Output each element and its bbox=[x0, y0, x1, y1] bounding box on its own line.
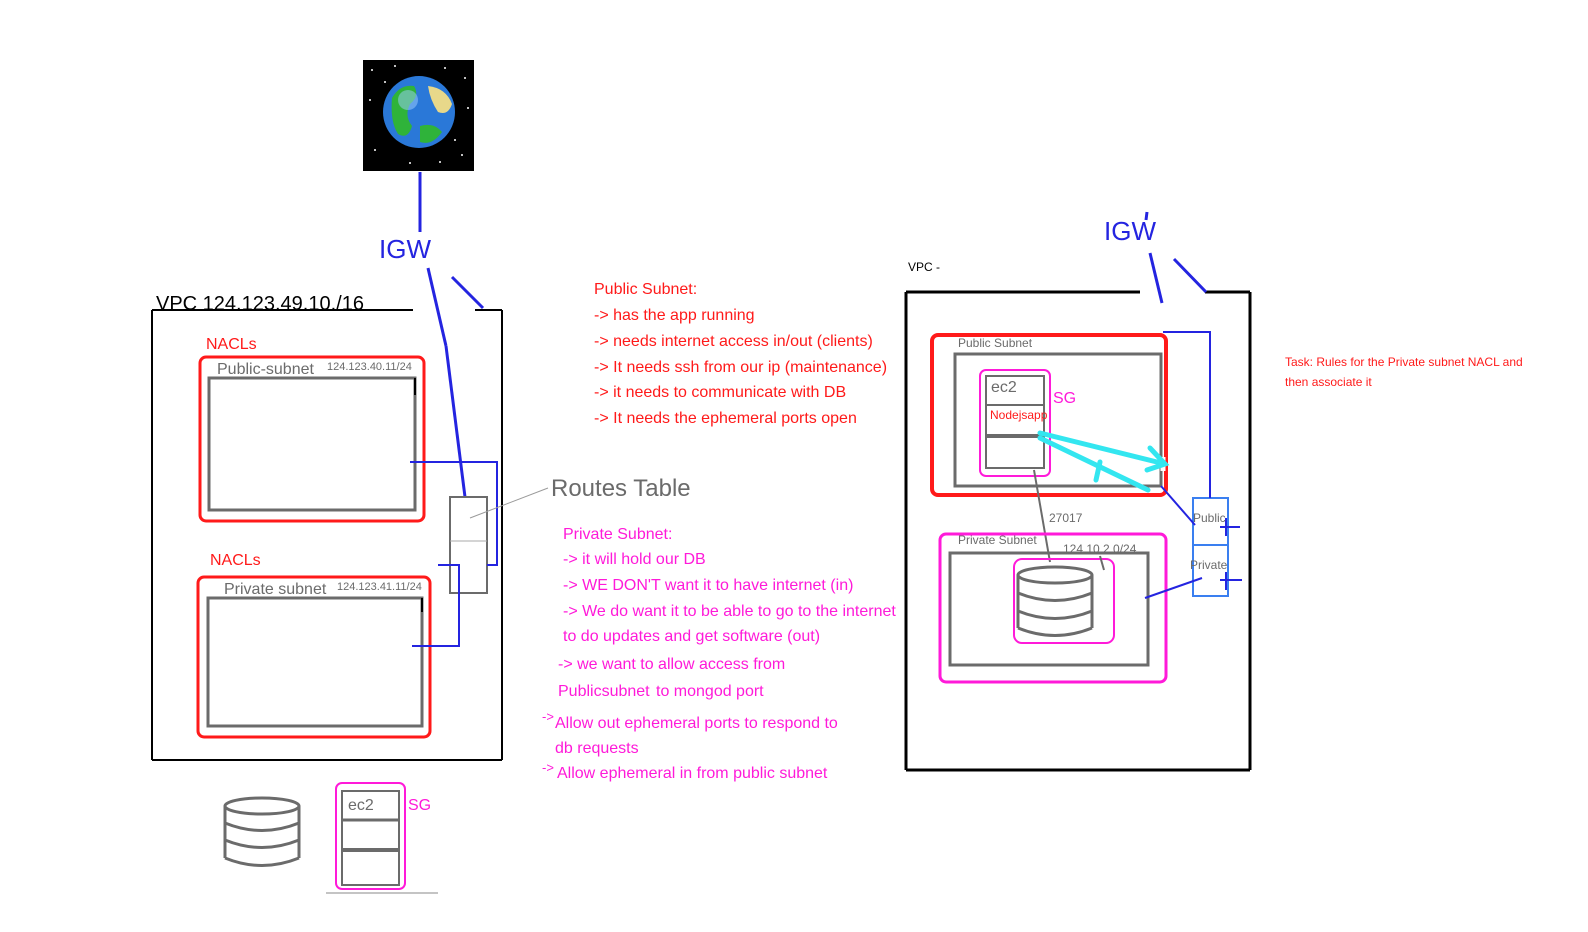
sg-label: SG bbox=[408, 797, 432, 814]
private-subnet-label: Private subnet bbox=[224, 581, 327, 598]
igw-connection-lines bbox=[418, 172, 485, 498]
right-public-subnet-label: Public Subnet bbox=[958, 336, 1033, 350]
private-notes-item: -> We do want it to be able to go to the… bbox=[563, 603, 896, 620]
right-public-nacl-box bbox=[930, 333, 1168, 497]
public-notes-item: -> it needs to communicate with DB bbox=[594, 384, 847, 401]
private-notes-item: db requests bbox=[555, 740, 639, 757]
private-subnet-cidr: 124.123.41.11/24 bbox=[337, 581, 422, 593]
earth-globe-icon bbox=[363, 60, 474, 171]
vpc-box-left bbox=[151, 309, 503, 761]
private-nacl-label: NACLs bbox=[210, 552, 261, 569]
right-private-subnet-box bbox=[948, 551, 1150, 667]
public-notes-item: -> It needs the ephemeral ports open bbox=[594, 410, 857, 427]
database-cylinder-icon bbox=[223, 796, 301, 867]
private-notes-item: Publicsubnet bbox=[558, 683, 650, 700]
task-line-1: Task: Rules for the Private subnet NACL … bbox=[1285, 355, 1523, 369]
public-notes-title: Public Subnet: bbox=[594, 281, 698, 298]
public-notes-item: -> It needs ssh from our ip (maintenance… bbox=[594, 359, 888, 376]
traffic-arrows bbox=[1037, 430, 1170, 493]
right-private-subnet-cidr: 124.10.2.0/24 bbox=[1063, 542, 1137, 556]
route-private-label: Private bbox=[1190, 558, 1228, 572]
route-lines-left bbox=[410, 461, 498, 647]
public-subnet-cidr: 124.123.40.11/24 bbox=[327, 361, 412, 373]
public-nacl-box bbox=[198, 355, 426, 523]
vpc-label: VPC 124.123.49.10./16 bbox=[156, 293, 364, 315]
right-private-nacl-box bbox=[938, 532, 1168, 684]
igw-label: IGW bbox=[379, 234, 431, 264]
private-notes-item: Allow out ephemeral ports to respond to bbox=[555, 715, 838, 732]
task-line-2: then associate it bbox=[1285, 375, 1372, 389]
private-notes-item: -> it will hold our DB bbox=[563, 551, 706, 568]
igw-connection-lines-right bbox=[1144, 211, 1208, 304]
right-igw-label: IGW bbox=[1104, 216, 1156, 246]
right-route-lines bbox=[1144, 331, 1242, 599]
ec2-server-icon bbox=[326, 782, 438, 894]
public-subnet-box bbox=[207, 376, 417, 512]
vpc-box-right bbox=[904, 290, 1252, 772]
private-notes-item: to mongod port bbox=[656, 683, 764, 700]
public-notes-item: -> needs internet access in/out (clients… bbox=[594, 333, 873, 350]
right-ec2-server-icon bbox=[979, 369, 1051, 477]
right-app-label: Nodejsapp bbox=[990, 408, 1048, 422]
private-subnet-box bbox=[206, 596, 424, 728]
right-sg-label: SG bbox=[1053, 390, 1077, 407]
private-notes-arrow: -> bbox=[542, 760, 554, 775]
right-vpc-label: VPC - bbox=[908, 260, 941, 274]
right-ec2-label: ec2 bbox=[991, 379, 1017, 396]
private-notes-item: to do updates and get software (out) bbox=[563, 628, 821, 645]
mongo-port-label: 27017 bbox=[1049, 511, 1083, 525]
public-notes-item: -> has the app running bbox=[594, 307, 755, 324]
private-notes-item: -> we want to allow access from bbox=[558, 656, 786, 673]
route-public-label: Public bbox=[1193, 511, 1226, 525]
private-notes-item: Allow ephemeral in from public subnet bbox=[557, 765, 828, 782]
right-database-cylinder-icon bbox=[1013, 555, 1115, 644]
ec2-label: ec2 bbox=[348, 797, 374, 814]
public-nacl-label: NACLs bbox=[206, 336, 257, 353]
route-table-icon bbox=[449, 496, 488, 594]
private-notes-arrow: -> bbox=[542, 709, 554, 724]
private-notes-item: -> WE DON'T want it to have internet (in… bbox=[563, 577, 854, 594]
right-private-subnet-label: Private Subnet bbox=[958, 533, 1037, 547]
routes-table-label: Routes Table bbox=[551, 475, 691, 502]
private-notes-title: Private Subnet: bbox=[563, 526, 673, 543]
right-public-subnet-box bbox=[953, 352, 1163, 488]
private-nacl-box bbox=[196, 575, 432, 739]
public-subnet-label: Public-subnet bbox=[217, 361, 314, 378]
